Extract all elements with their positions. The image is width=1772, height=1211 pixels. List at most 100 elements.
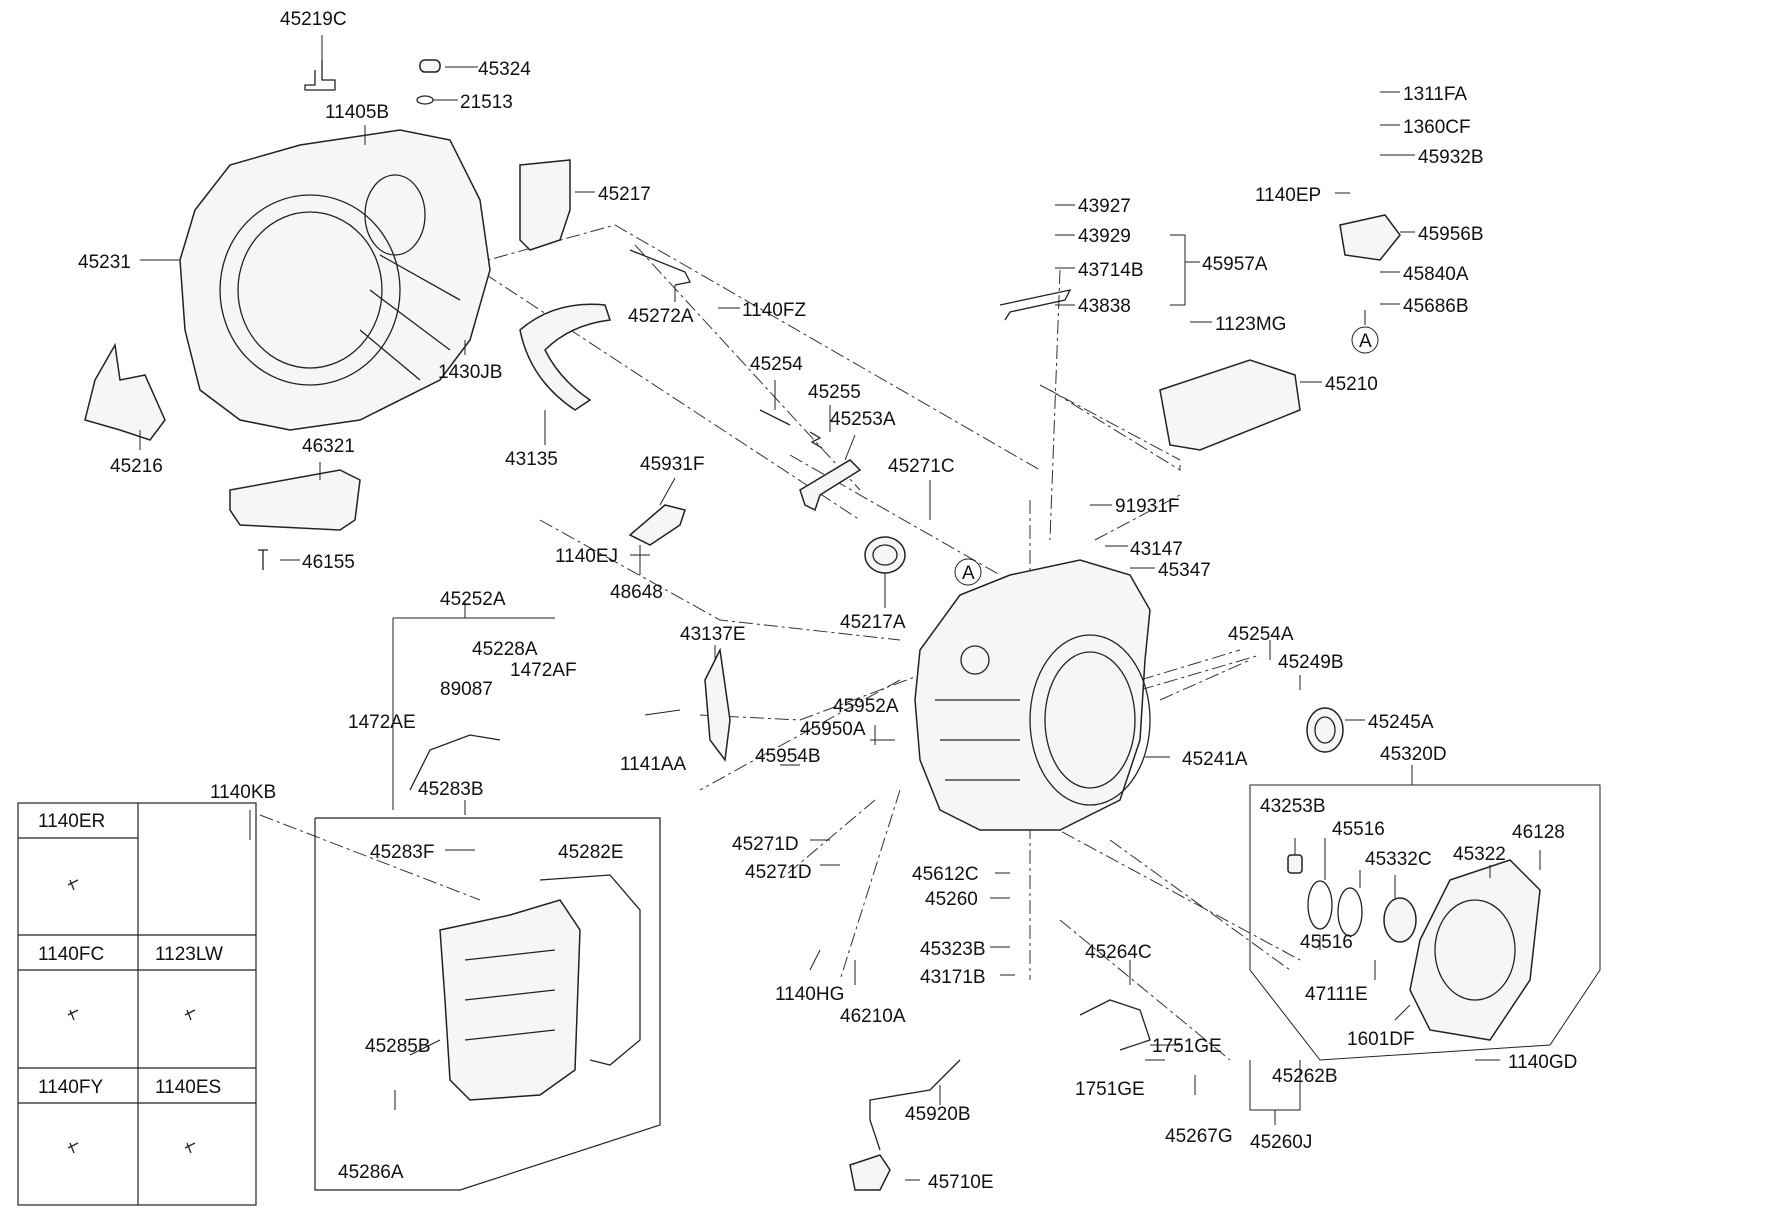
part-shapes	[84, 59, 1541, 1191]
label-45686B: 45686B	[1403, 296, 1469, 317]
label-46155: 46155	[302, 552, 355, 573]
oring-45516a	[1307, 880, 1333, 930]
label-45332C: 45332C	[1365, 849, 1432, 870]
label-43929: 43929	[1078, 226, 1131, 247]
hose-45252a	[409, 734, 501, 791]
label-45323B: 45323B	[920, 939, 986, 960]
label-45252A: 45252A	[440, 589, 506, 610]
table-label-1123LW: 1123LW	[155, 944, 223, 965]
label-45264C: 45264C	[1085, 942, 1152, 963]
label-45262B: 45262B	[1272, 1066, 1338, 1087]
label-46321: 46321	[302, 436, 355, 457]
strainer-46321	[229, 469, 361, 531]
label-43714B: 43714B	[1078, 260, 1144, 281]
bracket-45219c	[304, 60, 336, 91]
label-45322: 45322	[1453, 844, 1506, 865]
label-46128: 46128	[1512, 822, 1565, 843]
label-45254A: 45254A	[1228, 624, 1294, 645]
label-43253B: 43253B	[1260, 796, 1326, 817]
part-number-labels: 45219C 45324 21513 11405B 45217 45231 45…	[78, 9, 1577, 1193]
rod-45272a	[629, 249, 691, 286]
plug-43253b	[1287, 854, 1303, 874]
label-47111E: 47111E	[1305, 984, 1368, 1005]
label-45219C: 45219C	[280, 9, 347, 30]
label-1430JB: 1430JB	[438, 362, 502, 383]
label-43171B: 43171B	[920, 967, 986, 988]
label-45950A: 45950A	[800, 719, 866, 740]
bolt-icon	[67, 879, 196, 1154]
label-1140EJ: 1140EJ	[555, 546, 618, 567]
label-45347: 45347	[1158, 560, 1211, 581]
label-45253A: 45253A	[830, 409, 896, 430]
label-45210: 45210	[1325, 374, 1378, 395]
label-45957A: 45957A	[1202, 254, 1268, 275]
label-1140KB: 1140KB	[210, 782, 276, 803]
label-45231: 45231	[78, 252, 131, 273]
label-1472AE: 1472AE	[348, 712, 416, 733]
bracket-45217	[519, 159, 571, 251]
label-11405B: 11405B	[325, 102, 389, 123]
label-45954B: 45954B	[755, 746, 821, 767]
bracket-45210	[1159, 359, 1301, 451]
table-label-1140ES: 1140ES	[155, 1077, 221, 1098]
label-45931F: 45931F	[640, 454, 704, 475]
label-ref-A-case: A	[962, 563, 975, 584]
oring-45516b	[1337, 887, 1363, 937]
cover-43137e	[704, 647, 731, 762]
label-43137E: 43137E	[680, 624, 746, 645]
pipe-45264c	[1079, 999, 1151, 1051]
fastener-table: 1140ER 1140FC 1123LW 1140FY 1140ES	[17, 802, 257, 1206]
label-45320D: 45320D	[1380, 744, 1447, 765]
bracket-45216	[84, 342, 166, 441]
table-label-1140ER: 1140ER	[38, 811, 105, 832]
bracket-45710e	[849, 1154, 891, 1191]
label-1751GE-2: 1751GE	[1075, 1079, 1145, 1100]
seal-45217a	[864, 536, 906, 574]
label-1123MG: 1123MG	[1215, 314, 1286, 335]
table-label-1140FY: 1140FY	[38, 1077, 103, 1098]
label-45286A: 45286A	[338, 1162, 404, 1183]
label-48648: 48648	[610, 582, 663, 603]
converter-housing	[179, 129, 491, 431]
label-1140GD: 1140GD	[1508, 1052, 1577, 1073]
label-45260J: 45260J	[1250, 1132, 1312, 1153]
label-45217: 45217	[598, 184, 651, 205]
label-1472AF: 1472AF	[510, 660, 577, 681]
seal-45245a	[1306, 707, 1344, 753]
label-1360CF: 1360CF	[1403, 117, 1471, 138]
ref-circle-a-case	[954, 558, 982, 586]
spring-45255	[809, 431, 823, 449]
label-1751GE-1: 1751GE	[1152, 1036, 1222, 1057]
label-89087: 89087	[440, 679, 493, 700]
label-45840A: 45840A	[1403, 264, 1469, 285]
label-1311FA: 1311FA	[1403, 84, 1467, 105]
tube-45920b	[869, 1059, 961, 1151]
label-45249B: 45249B	[1278, 652, 1344, 673]
assembly-dash-lines	[259, 204, 1301, 1061]
label-45271D-2: 45271D	[745, 862, 812, 883]
label-45241A: 45241A	[1182, 749, 1248, 770]
cover-43135	[519, 303, 612, 411]
label-45282E: 45282E	[558, 842, 624, 863]
label-45245A: 45245A	[1368, 712, 1434, 733]
label-45516-2: 45516	[1300, 932, 1353, 953]
label-45710E: 45710E	[928, 1172, 994, 1193]
label-1140FZ: 1140FZ	[742, 300, 806, 321]
label-ref-A-top: A	[1359, 331, 1372, 352]
label-43135: 43135	[505, 449, 558, 470]
lever-45253a	[799, 459, 862, 512]
label-45217A: 45217A	[840, 612, 906, 633]
label-45516-1: 45516	[1332, 819, 1385, 840]
label-45228A: 45228A	[472, 639, 538, 660]
ref-circle-a-top	[1351, 326, 1379, 354]
label-45272A: 45272A	[628, 306, 694, 327]
oring-21513	[416, 95, 434, 105]
label-45612C: 45612C	[912, 864, 979, 885]
label-45271C: 45271C	[888, 456, 955, 477]
label-1140EP: 1140EP	[1255, 185, 1321, 206]
label-45283F: 45283F	[370, 842, 434, 863]
transmission-case	[914, 559, 1151, 831]
label-45271D-1: 45271D	[732, 834, 799, 855]
label-1601DF: 1601DF	[1347, 1029, 1415, 1050]
label-21513: 21513	[460, 92, 513, 113]
